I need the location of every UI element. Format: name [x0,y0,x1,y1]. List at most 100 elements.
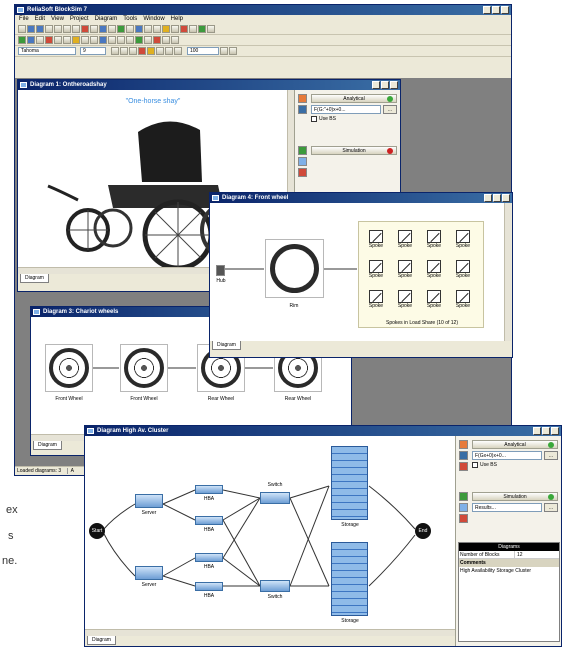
onehorse-title-bar[interactable]: Diagram 1: Ontheroadshay [18,80,400,90]
paste-icon[interactable] [72,25,80,33]
minimize-button[interactable] [484,194,492,202]
underline-icon[interactable] [129,47,137,55]
spoke-block[interactable]: Spoke [367,230,385,252]
zoom-in-icon[interactable] [117,36,125,44]
maximize-button[interactable] [493,194,501,202]
text-icon[interactable] [162,36,170,44]
standby-icon[interactable] [72,36,80,44]
layout-icon[interactable] [144,36,152,44]
analytical-icon[interactable] [298,94,307,103]
node-icon[interactable] [117,25,125,33]
cluster-canvas[interactable]: Start End Server Server HBA HBA HBA HBA … [85,436,455,636]
cluster-analytical-field[interactable]: F(Gx+0)x+0... [472,451,542,460]
line-icon[interactable] [171,36,179,44]
cluster-results-button[interactable]: ... [544,503,558,512]
align-center-icon[interactable] [165,47,173,55]
menu-help[interactable]: Help [170,16,183,22]
maximize-button[interactable] [381,81,389,89]
end-node[interactable]: End [415,523,431,539]
onehorse-vertical-scrollbar[interactable] [287,90,294,274]
spoke-block[interactable]: Spoke [367,260,385,282]
menu-diagram[interactable]: Diagram [94,16,118,22]
menu-edit[interactable]: Edit [34,16,46,22]
connector-icon[interactable] [108,25,116,33]
switch-block-1[interactable] [260,492,290,504]
maximize-button[interactable] [542,427,550,435]
onehorse-tab-diagram[interactable]: Diagram [20,274,49,283]
add-block-icon[interactable] [18,36,26,44]
connect-icon[interactable] [45,36,53,44]
print-icon[interactable] [45,25,53,33]
start-node[interactable]: Start [89,523,105,539]
cluster-results-field[interactable]: Results... [472,503,542,512]
new-icon[interactable] [18,25,26,33]
copy-icon[interactable] [63,25,71,33]
save-icon[interactable] [36,25,44,33]
zoom-plus-icon[interactable] [220,47,228,55]
hba-block-2[interactable] [195,516,223,525]
plot-icon[interactable] [180,25,188,33]
add-node-icon[interactable] [27,36,35,44]
hba-block-3[interactable] [195,553,223,562]
menu-project[interactable]: Project [69,16,89,22]
switch-icon[interactable] [108,36,116,44]
redo-icon[interactable] [90,25,98,33]
close-button[interactable] [390,81,398,89]
cluster-analytical-browse-button[interactable]: ... [544,451,558,460]
close-button[interactable] [551,427,559,435]
container-icon[interactable] [126,25,134,33]
cluster-tab-diagram[interactable]: Diagram [87,636,116,645]
use-bs-checkbox[interactable] [311,116,317,122]
storage-block-1[interactable] [331,446,368,520]
menu-tools[interactable]: Tools [123,16,138,22]
parallel-icon[interactable] [63,36,71,44]
menu-file[interactable]: File [19,16,29,22]
analytical-icon[interactable] [459,440,468,449]
spoke-block[interactable]: Spoke [454,230,472,252]
italic-icon[interactable] [120,47,128,55]
server-block-1[interactable] [135,494,163,508]
panel-analytical-field[interactable]: F(G:"+0)x+0... [311,105,381,114]
font-color-icon[interactable] [138,47,146,55]
hba-block-1[interactable] [195,485,223,494]
open-icon[interactable] [27,25,35,33]
sim-settings-icon[interactable] [298,157,307,166]
minimize-button[interactable] [533,427,541,435]
close-button[interactable] [501,6,509,14]
front-wheel-title-bar[interactable]: Diagram 4: Front wheel [210,193,512,203]
fit-icon[interactable] [135,36,143,44]
spoke-block[interactable]: Spoke [396,260,414,282]
simulate-icon[interactable] [171,25,179,33]
close-button[interactable] [502,194,510,202]
cluster-horizontal-scrollbar[interactable] [85,629,455,636]
plot-icon[interactable] [459,462,468,471]
optimize-icon[interactable] [198,25,206,33]
align-left-icon[interactable] [156,47,164,55]
analyze-icon[interactable] [162,25,170,33]
spoke-block[interactable]: Spoke [425,290,443,312]
wheels-title-bar[interactable]: Diagram 3: Chariot wheels [31,307,351,317]
edit-icon[interactable] [459,451,468,460]
spoke-block[interactable]: Spoke [454,260,472,282]
front-wheel-vertical-scrollbar[interactable] [504,203,511,341]
color-icon[interactable] [153,36,161,44]
sim-settings-icon[interactable] [459,503,468,512]
use-bs-checkbox[interactable] [472,462,478,468]
bold-icon[interactable] [111,47,119,55]
sim-plot-icon[interactable] [298,168,307,177]
spoke-block[interactable]: Spoke [396,290,414,312]
add-subdiagram-icon[interactable] [36,36,44,44]
comments-value[interactable]: High Availability Storage Cluster [460,568,532,574]
hba-block-4[interactable] [195,582,223,591]
zoom-out-icon[interactable] [126,36,134,44]
hub-icon[interactable] [216,265,225,276]
spoke-block[interactable]: Spoke [425,260,443,282]
wheels-tab-diagram[interactable]: Diagram [33,441,62,450]
cut-icon[interactable] [54,25,62,33]
switch-block-2[interactable] [260,580,290,592]
help-icon[interactable] [207,25,215,33]
block-icon[interactable] [99,25,107,33]
zoom-combo[interactable]: 100 [187,47,219,55]
